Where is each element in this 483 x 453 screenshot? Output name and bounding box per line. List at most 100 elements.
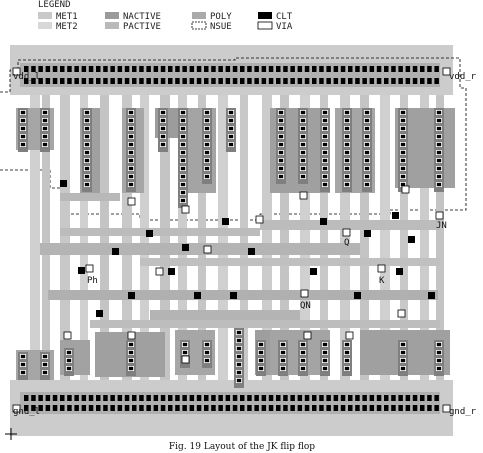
gnd-contact [232,405,238,411]
contact-stacks [18,108,444,388]
stack-contact [436,366,442,371]
gnd-contact [196,395,202,401]
stack-contact [180,174,186,179]
stack-contact [300,342,306,347]
vdd-contact [376,78,382,84]
vdd-contact [81,78,87,84]
stack-contact [204,166,210,171]
contact [230,292,237,299]
gnd-contact [261,405,267,411]
stack-contact [128,150,134,155]
gnd-contact [67,405,72,411]
stack-contact [180,110,186,115]
gnd-contact [333,395,339,401]
vdd-contact [110,66,115,72]
vdd-contact [420,66,425,72]
stack-contact [128,174,134,179]
vdd-contact [31,66,36,72]
vdd-contact [182,78,187,84]
stack-contact [344,110,350,115]
vdd-contact [182,66,187,72]
stack-contact [436,150,442,155]
stack-contact [322,126,328,131]
vdd-contact [103,66,108,72]
vdd-contact [319,66,324,72]
origin-crosshair [5,428,17,440]
vdd-contact [24,78,29,84]
stack-contact [322,350,328,355]
vdd-contact [204,78,209,84]
gnd-contact [45,395,51,401]
gnd-contact [369,405,375,411]
gnd-contact [240,405,245,411]
stack-contact [84,166,90,171]
contact [194,292,201,299]
stack-contact [42,362,48,367]
vdd-contact [38,78,43,84]
metal-column [198,95,206,380]
stack-contact [436,174,442,179]
stack-contact [400,366,406,371]
label-k: K [379,276,385,286]
stack-contact [258,350,264,355]
stack-contact [344,158,350,163]
metal-column [160,95,170,380]
vdd-contact [427,66,432,72]
label-q: Q [344,238,349,248]
metal-column [360,95,369,380]
vdd-contact [45,66,51,72]
gnd-contact [420,405,425,411]
stack-contact [322,150,328,155]
vdd-contact [290,78,295,84]
label-gnd-r: gnd_r [449,407,477,417]
stack-contact [278,126,284,131]
stack-contact [436,182,442,187]
stack-contact [278,118,284,123]
via [303,331,312,340]
stack-contact [322,118,328,123]
vdd-contact [391,78,396,84]
gnd-contact [153,405,159,411]
vdd-contact [38,66,43,72]
vdd-contact [384,66,389,72]
vdd-contact [196,66,202,72]
vdd-contact [362,78,367,84]
horizontal-route [40,243,360,255]
legend-title: LEGEND [38,0,71,10]
vdd-contact [74,66,79,72]
contact [392,212,399,219]
stack-contact [180,118,186,123]
vdd-contact [139,78,144,84]
metal-column [30,95,40,380]
stack-contact [180,182,186,187]
stack-contact [236,354,242,359]
stack-contact [364,118,370,123]
gnd-contact [218,405,223,411]
via [181,355,190,364]
contact [428,292,435,299]
legend-label-nsue: NSUE [210,22,232,32]
stack-contact [364,110,370,115]
stack-contact [128,358,134,363]
gnd-contact [240,395,245,401]
legend-swatch-via [257,21,273,30]
vdd-contact [405,78,411,84]
stack-contact [300,158,306,163]
stack-contact [322,182,328,187]
gnd-contact [268,395,274,401]
legend: LEGEND MET1MET2NACTIVEPACTIVEPOLYNSUECLT… [38,0,293,32]
stack-contact [322,342,328,347]
stack-contact [180,158,186,163]
legend-label-clt: CLT [276,12,293,22]
stack-contact [278,166,284,171]
vdd-contact [160,78,166,84]
gnd-contact-row [24,395,439,411]
scattered-contacts [60,180,435,364]
stack-contact [160,118,166,123]
vdd-contact [168,78,173,84]
vdd-contact [261,66,267,72]
via [401,185,410,194]
vdd-contact [362,66,367,72]
gnd-contact [391,395,396,401]
